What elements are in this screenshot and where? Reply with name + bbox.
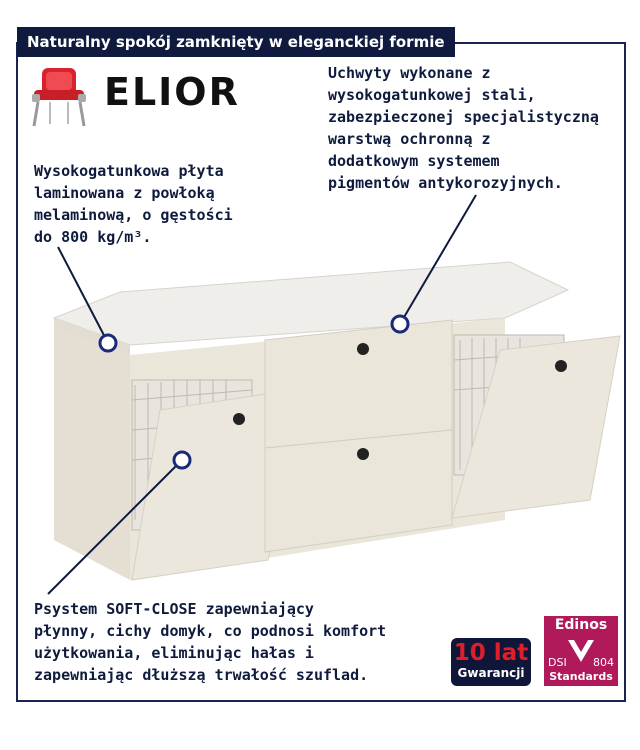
chair-icon <box>32 68 86 127</box>
warranty-badge: 10 lat Gwarancji <box>451 638 531 686</box>
certificate-code-right: 804 <box>593 656 614 669</box>
left-door-knob <box>233 413 245 425</box>
headline-banner: Naturalny spokój zamknięty w eleganckiej… <box>17 27 455 57</box>
right-door-knob <box>555 360 567 372</box>
marker-softclose <box>172 450 192 470</box>
certificate-title: Edinos <box>554 617 608 633</box>
certificate-label: Standards <box>549 670 613 683</box>
left-door <box>131 387 306 581</box>
checkmark-icon <box>568 640 594 662</box>
pointer-board-line <box>57 246 109 344</box>
bottom-drawer-knob <box>357 448 369 460</box>
callout-handles: Uchwyty wykonane z wysokogatunkowej stal… <box>328 64 599 192</box>
cabinet-side <box>54 328 130 580</box>
callout-softclose: Psystem SOFT-CLOSE zapewniający płynny, … <box>34 600 387 684</box>
marker-handles <box>390 314 410 334</box>
marker-board <box>98 333 118 353</box>
warranty-label: Gwarancji <box>457 666 525 680</box>
bottom-drawer <box>264 429 453 553</box>
certificate-badge: Edinos DSI 804 Standards <box>544 616 618 686</box>
pointer-softclose-line <box>47 459 183 595</box>
pointer-handles-line <box>399 194 477 325</box>
brand-logo <box>32 68 86 127</box>
right-door <box>451 335 621 519</box>
brand-name: ELIOR <box>104 70 240 114</box>
warranty-years: 10 lat <box>453 640 529 666</box>
callout-board: Wysokogatunkowa płyta laminowana z powło… <box>34 162 233 246</box>
top-drawer <box>264 319 453 449</box>
certificate-code-left: DSI <box>548 656 567 669</box>
top-drawer-knob <box>357 343 369 355</box>
